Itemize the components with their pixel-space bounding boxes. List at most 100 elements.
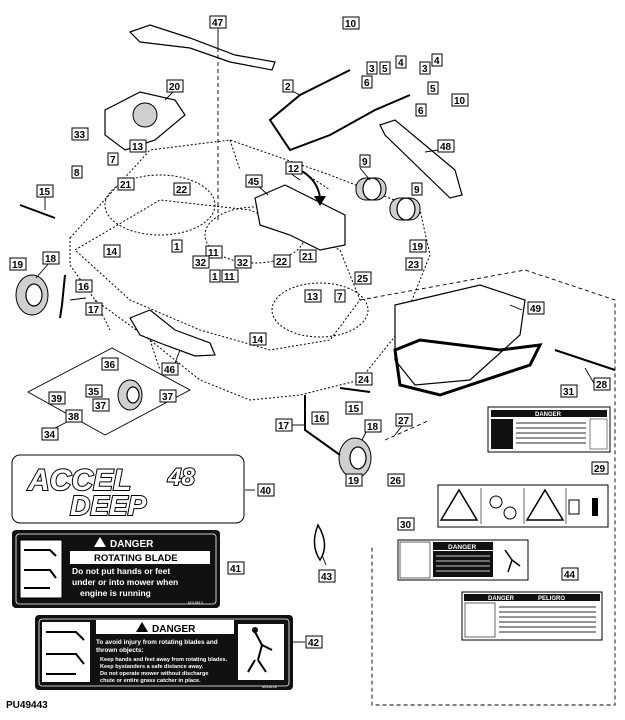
svg-text:28: 28 xyxy=(596,380,608,391)
svg-text:25: 25 xyxy=(357,274,369,285)
svg-text:11: 11 xyxy=(224,272,235,283)
part-48-baffle xyxy=(379,119,463,199)
callout-16b: 16 xyxy=(311,411,329,425)
callout-8: 8 xyxy=(71,165,83,179)
callout-6a: 6 xyxy=(361,75,373,89)
svg-text:12: 12 xyxy=(288,164,300,175)
callout-21b: 21 xyxy=(299,249,317,263)
svg-text:2: 2 xyxy=(285,82,291,93)
svg-text:48: 48 xyxy=(440,142,452,153)
part-15-rod-2 xyxy=(339,387,371,393)
callout-43: 43 xyxy=(318,569,336,583)
svg-text:27: 27 xyxy=(398,416,410,427)
decal-logo-line1: ACCEL xyxy=(27,464,131,497)
part-28-rod xyxy=(554,349,616,371)
decal-31-danger: DANGER xyxy=(487,406,611,453)
callout-4b: 4 xyxy=(431,53,443,67)
callout-17a: 17 xyxy=(85,302,103,316)
svg-text:19: 19 xyxy=(348,476,360,487)
callout-46: 46 xyxy=(161,362,179,376)
callout-47: 47 xyxy=(209,15,227,29)
svg-text:42: 42 xyxy=(308,638,320,649)
svg-text:34: 34 xyxy=(44,430,56,441)
decal-42-danger-thrown-objects: DANGER To avoid injury from rotating bla… xyxy=(35,615,293,690)
callout-31: 31 xyxy=(560,384,578,398)
callout-14b: 14 xyxy=(249,332,267,346)
callout-37a: 37 xyxy=(92,398,110,412)
decal-42-line6: chute or entire grass catcher in place. xyxy=(100,678,201,684)
callout-10a: 10 xyxy=(342,16,360,30)
warning-triangle-icon xyxy=(136,622,148,632)
svg-text:3: 3 xyxy=(422,64,428,75)
callout-32b: 32 xyxy=(234,255,252,269)
callout-42: 42 xyxy=(305,635,323,649)
callout-24: 24 xyxy=(355,372,373,386)
callouts: 47 10 2 20 33 13 7 8 21 22 15 48 9 9 12 … xyxy=(9,15,611,649)
callout-37b: 37 xyxy=(159,389,177,403)
callout-19c: 19 xyxy=(345,473,363,487)
svg-text:43: 43 xyxy=(321,572,333,583)
svg-text:13: 13 xyxy=(132,142,144,153)
callout-20: 20 xyxy=(166,79,184,93)
callout-19b: 19 xyxy=(9,257,27,271)
svg-text:44: 44 xyxy=(564,570,576,581)
callout-48: 48 xyxy=(437,139,455,153)
decal-40-accel-deep: ACCEL 48 DEEP xyxy=(11,454,245,524)
svg-text:37: 37 xyxy=(162,392,174,403)
callout-9b: 9 xyxy=(411,182,423,196)
decal-41-line3: engine is running xyxy=(80,588,151,598)
part-15-rod xyxy=(19,204,56,219)
svg-text:18: 18 xyxy=(367,422,379,433)
svg-text:19: 19 xyxy=(412,242,424,253)
part-12-arrow xyxy=(299,169,321,199)
decal-30-danger: DANGER xyxy=(397,539,529,581)
decal-41-line2: under or into mower when xyxy=(72,577,178,587)
svg-text:23: 23 xyxy=(408,260,420,271)
part-43-clip xyxy=(313,523,326,562)
svg-text:18: 18 xyxy=(45,254,57,265)
svg-text:30: 30 xyxy=(400,520,412,531)
decal-42-line3: Keep hands and feet away from rotating b… xyxy=(100,657,228,663)
warning-triangle-icon xyxy=(525,488,565,521)
decal-42-line5: Do not operate mower without discharge xyxy=(100,671,208,677)
svg-text:9: 9 xyxy=(362,157,368,168)
callout-39: 39 xyxy=(48,391,66,405)
callout-17b: 17 xyxy=(275,418,293,432)
part-49-chute xyxy=(394,284,526,386)
svg-text:9: 9 xyxy=(414,185,420,196)
svg-text:33: 33 xyxy=(74,130,86,141)
callout-14a: 14 xyxy=(103,244,121,258)
callout-44: 44 xyxy=(561,567,579,581)
callout-36: 36 xyxy=(101,357,119,371)
callout-1b: 1 xyxy=(209,269,221,283)
callout-12: 12 xyxy=(285,161,303,175)
arrow-head xyxy=(314,196,326,206)
callout-7b: 7 xyxy=(334,289,346,303)
decal-42-code: M118126 xyxy=(262,685,277,689)
decal-logo-line2: DEEP xyxy=(70,490,147,521)
callout-6b: 6 xyxy=(415,103,427,117)
callout-33: 33 xyxy=(71,127,89,141)
callout-11b: 11 xyxy=(221,269,239,283)
svg-text:24: 24 xyxy=(358,375,370,386)
callout-5b: 5 xyxy=(427,81,439,95)
svg-text:36: 36 xyxy=(104,360,116,371)
svg-text:17: 17 xyxy=(278,421,290,432)
callout-38: 38 xyxy=(65,409,83,423)
decal-44-header2: PELIGRO xyxy=(538,596,565,602)
decal-42-line2: thrown objects: xyxy=(96,647,144,654)
decal-29-safety-pictograms xyxy=(437,484,609,528)
decal-sheet-outline xyxy=(359,269,616,706)
callout-15a: 15 xyxy=(36,184,54,198)
callout-32a: 32 xyxy=(192,255,210,269)
svg-text:5: 5 xyxy=(382,64,388,75)
part-45-guard xyxy=(254,184,346,251)
callout-3a: 3 xyxy=(366,61,378,75)
svg-text:16: 16 xyxy=(314,414,326,425)
callout-5a: 5 xyxy=(379,61,391,75)
decal-41-line1: Do not put hands or feet xyxy=(72,566,170,576)
callout-21a: 21 xyxy=(117,177,135,191)
svg-text:10: 10 xyxy=(454,96,466,107)
callout-7: 7 xyxy=(107,152,119,166)
